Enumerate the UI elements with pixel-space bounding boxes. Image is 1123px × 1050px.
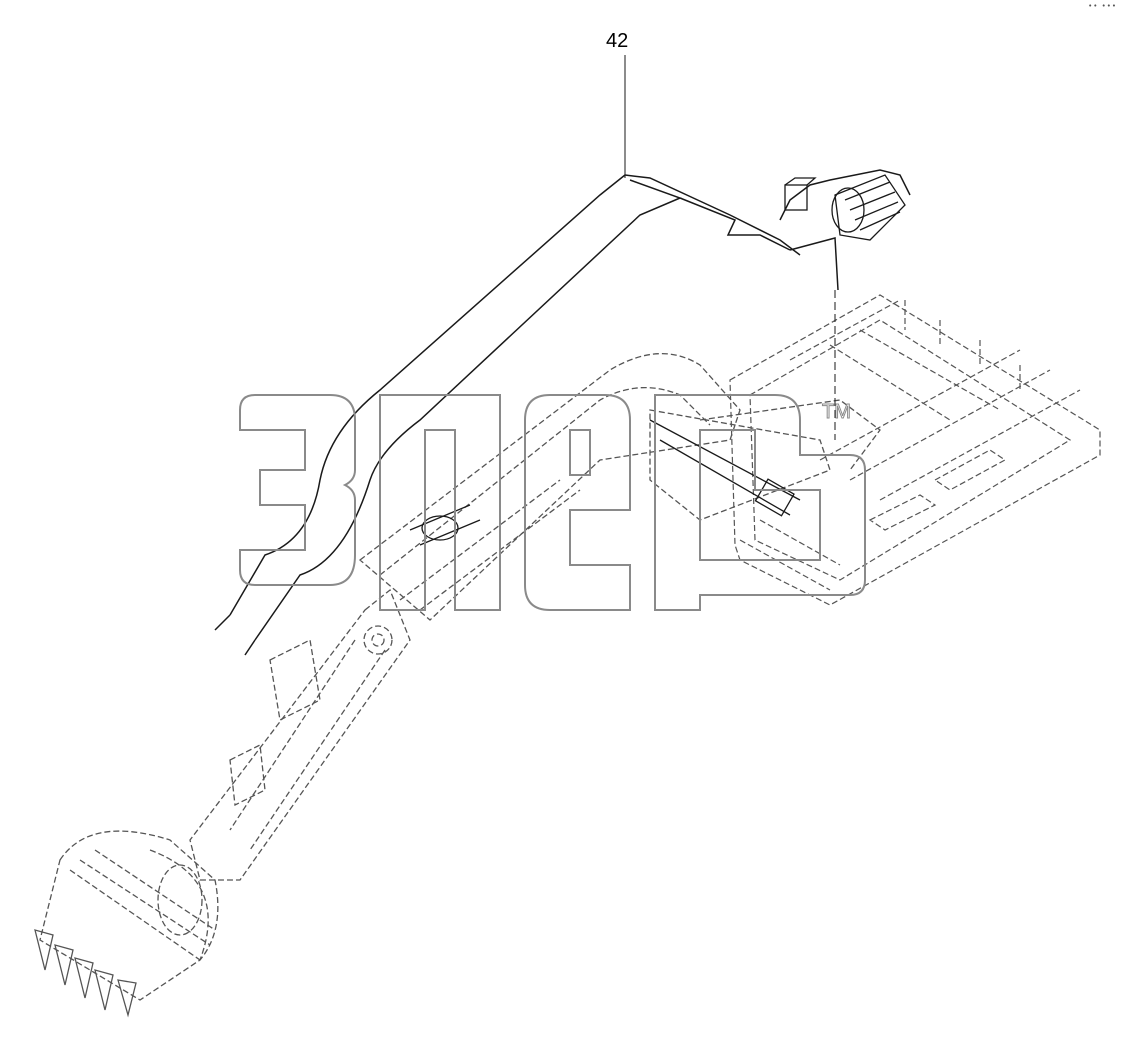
boom <box>358 352 881 621</box>
boom-cylinder <box>409 419 801 546</box>
hydraulic-lines <box>214 169 911 656</box>
callout-label-42: 42 <box>606 30 628 52</box>
control-valve <box>784 174 906 241</box>
watermark-trademark: TM <box>822 401 851 423</box>
arm-stick <box>189 588 411 881</box>
corner-mark: •• ••• <box>1088 2 1117 10</box>
bucket-teeth <box>34 929 137 1018</box>
watermark-logo <box>239 394 866 611</box>
chassis-frame <box>729 294 1101 606</box>
bucket <box>39 830 219 1001</box>
